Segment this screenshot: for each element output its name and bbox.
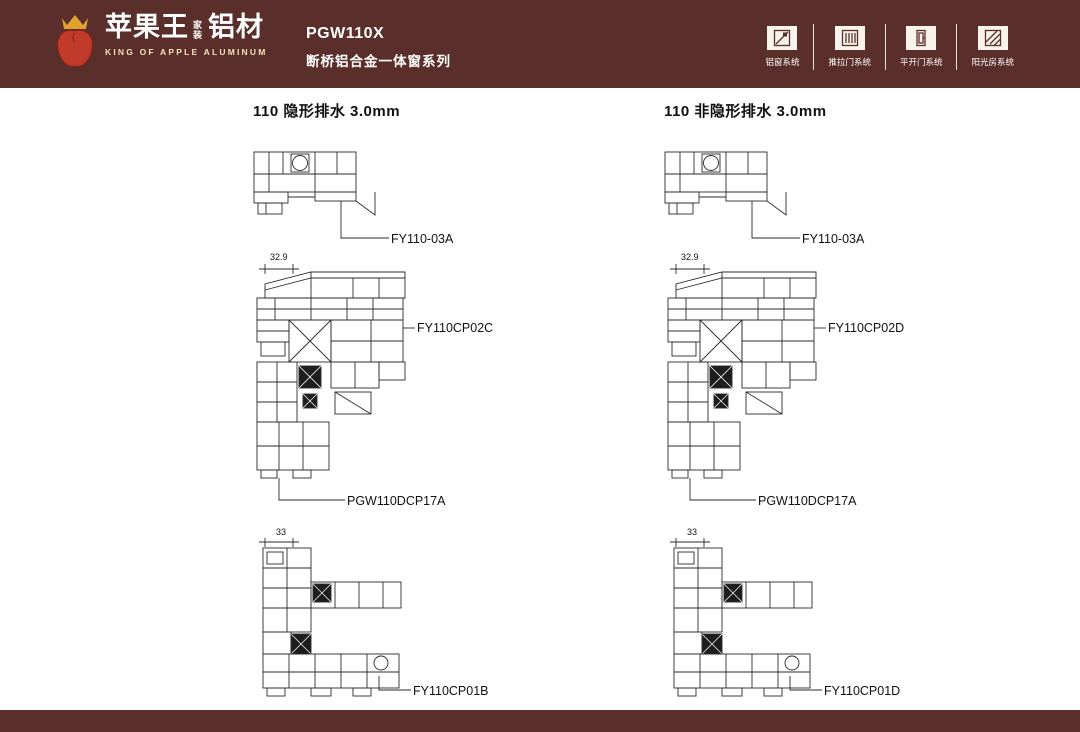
brand-name-row: 苹果王 家装 铝材 (105, 14, 268, 41)
part-label: FY110CP01B (413, 684, 489, 698)
system-item-sunroom: 阳光房系统 (956, 24, 1028, 70)
system-item-sliding-door: 推拉门系统 (813, 24, 885, 70)
system-item-window: 铝窗系统 (751, 24, 813, 70)
profile-cross-section-art (253, 151, 390, 239)
profile-drawing-top: FY110-03A (664, 148, 964, 248)
part-label: PGW110DCP17A (347, 494, 446, 508)
system-label: 推拉门系统 (828, 57, 871, 67)
casement-door-system-icon (906, 26, 937, 50)
drawing-column-hidden-drainage: 110 隐形排水 3.0mm FY110-03A 32.9 FY110CP02C… (253, 0, 673, 732)
profile-cross-section-art (664, 151, 801, 239)
series-title-block: PGW110X 断桥铝合金一体窗系列 (306, 25, 451, 70)
apple-crown-logo-icon (57, 15, 93, 67)
drawing-column-visible-drainage: 110 非隐形排水 3.0mm FY110-03A 32.9 FY110CP02… (664, 0, 1080, 732)
profile-cross-section-art (256, 263, 416, 501)
dimension-label: 32.9 (681, 252, 699, 262)
part-label: FY110-03A (802, 232, 865, 246)
profile-drawing-middle: 32.9 FY110CP02C PGW110DCP17A (253, 252, 553, 515)
profile-drawing-bottom: 33 FY110CP01D (664, 527, 964, 713)
page-header: 苹果王 家装 铝材 KING OF APPLE ALUMINUM PGW110X… (0, 0, 1080, 88)
part-label: FY110CP02D (828, 321, 905, 335)
brand-text: 苹果王 家装 铝材 KING OF APPLE ALUMINUM (105, 14, 268, 58)
brand-name-en: KING OF APPLE ALUMINUM (105, 47, 268, 57)
part-label: FY110-03A (391, 232, 454, 246)
profile-cross-section-art (669, 537, 823, 697)
brand-tagline: 家装 (193, 20, 203, 40)
window-system-icon (767, 26, 798, 50)
system-label: 阳光房系统 (971, 57, 1014, 67)
column-title: 110 非隐形排水 3.0mm (664, 103, 827, 120)
system-label: 平开门系统 (899, 57, 943, 67)
system-item-casement-door: 平开门系统 (884, 24, 957, 70)
sunroom-system-icon (977, 26, 1008, 50)
system-label: 铝窗系统 (765, 57, 800, 67)
dimension-label: 33 (687, 527, 698, 537)
bottom-bar (0, 710, 1080, 732)
dimension-label: 32.9 (270, 252, 288, 262)
sliding-door-system-icon (834, 26, 865, 50)
dimension-label: 33 (276, 527, 287, 537)
part-label: FY110CP01D (824, 684, 901, 698)
part-label: PGW110DCP17A (758, 494, 857, 508)
part-label: FY110CP02C (417, 321, 494, 335)
profile-cross-section-art (667, 263, 827, 501)
column-title: 110 隐形排水 3.0mm (253, 103, 401, 120)
brand-name-cn: 苹果王 (105, 12, 189, 42)
series-name: 断桥铝合金一体窗系列 (306, 54, 451, 69)
profile-drawing-bottom: 33 FY110CP01B (253, 527, 553, 713)
profile-cross-section-art (258, 537, 412, 697)
profile-drawing-middle: 32.9 FY110CP02D PGW110DCP17A (664, 252, 964, 515)
system-nav: 铝窗系统 推拉门系统 (751, 24, 1028, 70)
brand-logo: 苹果王 家装 铝材 KING OF APPLE ALUMINUM (52, 12, 268, 70)
profile-drawing-top: FY110-03A (253, 148, 553, 248)
brand-name-suffix: 铝材 (208, 12, 264, 42)
series-code: PGW110X (306, 25, 385, 42)
